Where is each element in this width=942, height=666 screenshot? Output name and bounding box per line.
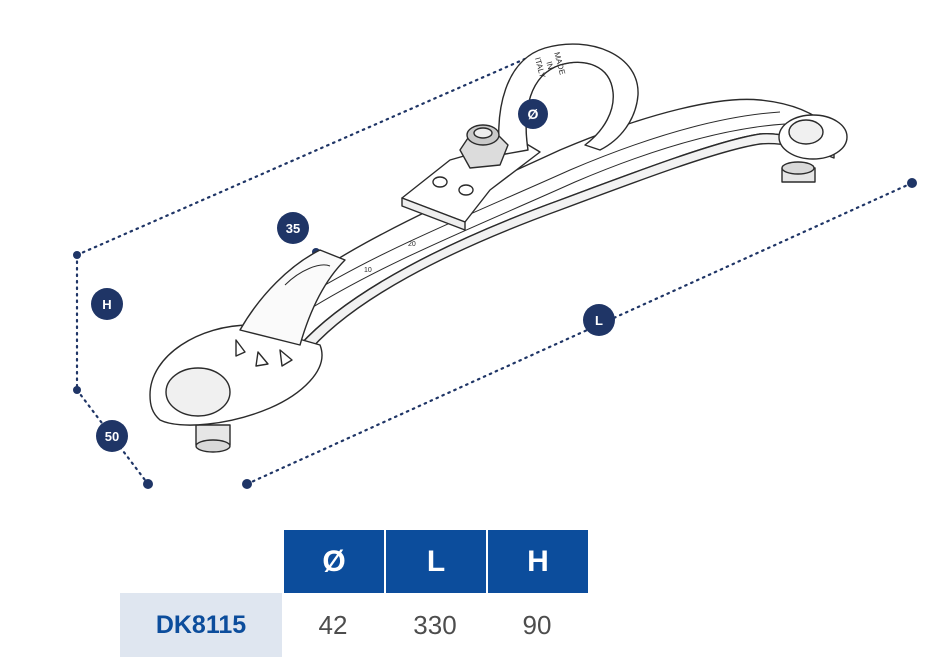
spec-table: Ø L H DK8115 42 330 90 — [120, 530, 588, 657]
header-length: L — [384, 530, 486, 593]
value-length: 330 — [413, 609, 457, 640]
diameter-badge: Ø — [518, 99, 548, 129]
table-row: DK8115 42 330 90 — [120, 593, 588, 657]
height-badge: H — [91, 288, 123, 320]
length-badge-label: L — [595, 313, 603, 328]
spec-table-corner — [120, 530, 282, 593]
header-diameter: Ø — [282, 530, 384, 593]
diameter-badge-label: Ø — [528, 106, 539, 122]
scale-mark-20: 20 — [408, 241, 416, 248]
width-badge: 35 — [277, 212, 309, 244]
product-code: DK8115 — [120, 593, 282, 657]
length-badge: L — [583, 304, 615, 336]
spec-table-header-row: Ø L H — [120, 530, 588, 593]
header-height: H — [486, 530, 588, 593]
product-technical-drawing: MADE IN ITALY 10 20 Ø 35 H 50 L — [73, 43, 917, 489]
value-diameter: 42 — [318, 609, 348, 640]
height-badge-label: H — [102, 297, 111, 312]
foot-badge-label: 50 — [105, 429, 119, 444]
scale-mark-10: 10 — [364, 267, 372, 274]
bracket-outline — [149, 43, 848, 453]
stamp-line-2: IN — [544, 60, 555, 70]
value-height: 90 — [522, 609, 552, 640]
width-badge-label: 35 — [286, 221, 300, 236]
foot-badge: 50 — [96, 420, 128, 452]
